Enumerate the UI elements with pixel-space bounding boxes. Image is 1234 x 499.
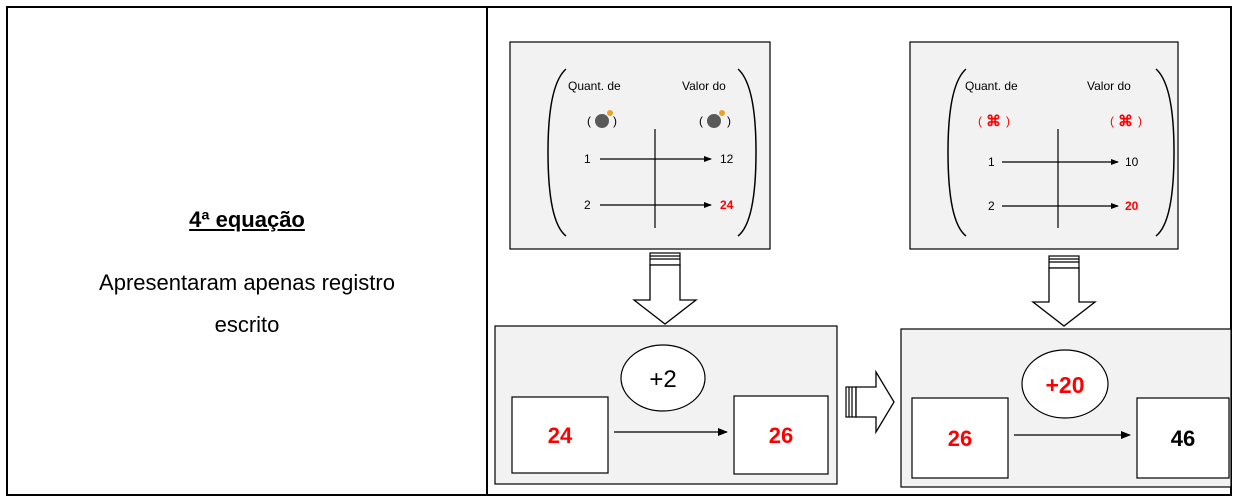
left-cell: 4ª equação Apresentaram apenas registro …: [8, 8, 486, 494]
operation-panel-2: +20 26 46: [900, 328, 1232, 488]
input-value: 24: [548, 423, 573, 448]
svg-text:(: (: [978, 114, 982, 128]
input-box: [511, 396, 609, 474]
header-valor: Valor do: [682, 79, 726, 93]
mapping-table-2: Quant. de Valor do ( ⌘ ) ( ⌘ ) 1 10 2 20: [909, 41, 1179, 250]
row2-value: 24: [720, 198, 734, 212]
description-line-1: Apresentaram apenas registro: [99, 270, 395, 295]
equation-description: Apresentaram apenas registro escrito: [8, 262, 486, 346]
operator-circle: [1021, 349, 1109, 419]
equation-title: 4ª equação: [189, 207, 305, 232]
svg-text:): ): [613, 114, 617, 128]
command-icon: ⌘: [1118, 113, 1133, 130]
right-bracket: [737, 68, 757, 237]
output-value: 26: [769, 423, 793, 448]
header-valor: Valor do: [1087, 79, 1131, 93]
row2-value: 20: [1125, 199, 1139, 213]
header-quant: Quant. de: [568, 79, 621, 93]
mapping-table-1: Quant. de Valor do ( ) ( ) 1 12 2 24: [509, 41, 771, 250]
svg-text:): ): [1006, 114, 1010, 128]
operation-panel-1: +2 24 26: [494, 325, 838, 485]
row1-qty: 1: [988, 155, 995, 169]
operator-label: +2: [649, 366, 676, 393]
row1-qty: 1: [584, 152, 591, 166]
down-arrow-icon: [632, 252, 698, 325]
svg-text:): ): [727, 114, 731, 128]
svg-text:(: (: [587, 114, 591, 128]
bomb-icon: [595, 110, 613, 128]
bomb-icon: [707, 110, 725, 128]
row2-qty: 2: [584, 198, 591, 212]
description-line-2: escrito: [214, 312, 280, 337]
right-bracket: [1155, 68, 1175, 237]
input-box: [911, 397, 1009, 479]
header-quant: Quant. de: [965, 79, 1018, 93]
down-arrow-icon: [1031, 255, 1097, 327]
operator-circle: [620, 344, 706, 412]
operator-label: +20: [1045, 372, 1084, 398]
svg-text:): ): [1138, 114, 1142, 128]
output-value: 46: [1171, 426, 1195, 451]
row2-qty: 2: [988, 199, 995, 213]
row1-value: 12: [720, 152, 734, 166]
left-bracket: [947, 68, 967, 237]
table-frame: [6, 6, 1232, 496]
svg-text:(: (: [1110, 114, 1114, 128]
table-box: [509, 41, 771, 250]
output-box: [733, 395, 829, 475]
column-divider: [486, 6, 488, 496]
svg-text:(: (: [699, 114, 703, 128]
output-box: [1136, 397, 1230, 479]
table-box: [909, 41, 1179, 250]
left-bracket: [547, 68, 567, 237]
input-value: 26: [948, 426, 972, 451]
right-arrow-icon: [845, 369, 895, 435]
command-icon: ⌘: [986, 113, 1001, 130]
row1-value: 10: [1125, 155, 1139, 169]
